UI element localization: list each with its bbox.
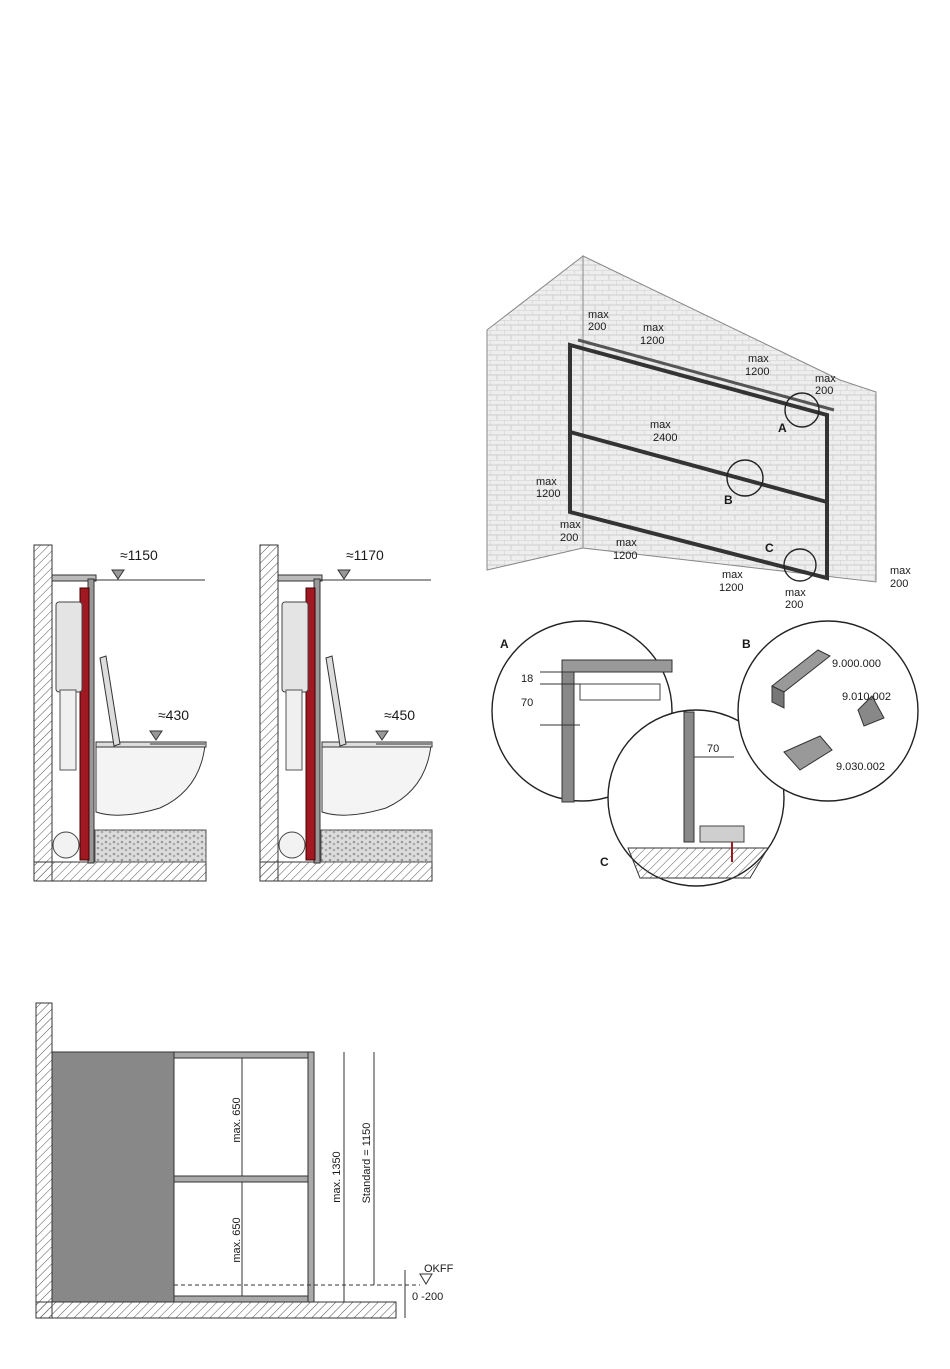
dim-text: 1200 bbox=[745, 366, 769, 378]
detail-c-dim-70: 70 bbox=[707, 743, 719, 755]
callout-a-label: A bbox=[778, 421, 787, 435]
dim-text: 200 bbox=[815, 385, 833, 397]
dim-text: max bbox=[815, 373, 836, 385]
side-section-right: ≈1170 ≈450 bbox=[260, 545, 432, 881]
level-seat-text: ≈450 bbox=[384, 707, 415, 723]
floor-ref-label: OKFF bbox=[424, 1263, 454, 1275]
dim-text: max bbox=[616, 537, 637, 549]
floor-screed bbox=[95, 830, 206, 862]
level-seat-text: ≈430 bbox=[158, 707, 189, 723]
dim-text: max bbox=[785, 587, 806, 599]
dim-text: 200 bbox=[785, 599, 803, 611]
cistern bbox=[56, 602, 82, 692]
lower-bay-dim: max. 650 bbox=[231, 1217, 243, 1262]
floor-hatch bbox=[34, 862, 206, 881]
detail-a-dim-18: 18 bbox=[521, 673, 533, 685]
board-panel bbox=[52, 1052, 174, 1302]
detail-b-part-1: 9.000.000 bbox=[832, 658, 881, 670]
dim-text: 1200 bbox=[613, 550, 637, 562]
isometric-frame-view: A B C max 200 max 1200 max 1200 max 200 … bbox=[487, 256, 911, 611]
level-marker bbox=[150, 731, 162, 740]
back-wall bbox=[583, 256, 876, 582]
frame-bottom-rail bbox=[174, 1296, 314, 1302]
dim-text: 2400 bbox=[653, 432, 677, 444]
dim-text: max bbox=[588, 309, 609, 321]
detail-a-dim-70: 70 bbox=[521, 697, 533, 709]
floor-hatch bbox=[36, 1302, 396, 1318]
dim-text: 200 bbox=[560, 532, 578, 544]
level-marker bbox=[112, 570, 124, 579]
frame-middle-rail bbox=[174, 1176, 314, 1182]
dim-text: max bbox=[650, 419, 671, 431]
dim-text: 200 bbox=[588, 321, 606, 333]
dim-text: max bbox=[536, 476, 557, 488]
dim-text: 1200 bbox=[640, 335, 664, 347]
dim-text: max bbox=[643, 322, 664, 334]
level-marker bbox=[420, 1274, 432, 1284]
dim-text: 1200 bbox=[719, 582, 743, 594]
level-top-text: ≈1150 bbox=[120, 547, 158, 563]
wall-hatch bbox=[34, 545, 52, 881]
level-marker bbox=[338, 570, 350, 579]
total-height-dim: max. 1350 bbox=[331, 1151, 343, 1202]
detail-c-post bbox=[684, 712, 694, 842]
floor-range-label: 0 -200 bbox=[412, 1291, 443, 1303]
detail-a-top-rail bbox=[562, 660, 672, 672]
drain-pipe bbox=[53, 832, 79, 858]
callout-b-label: B bbox=[724, 493, 733, 507]
dim-text: 1200 bbox=[536, 488, 560, 500]
wc-bowl bbox=[96, 745, 205, 815]
detail-c-floor bbox=[628, 848, 768, 878]
dim-text: max bbox=[890, 565, 911, 577]
floor-hatch bbox=[260, 862, 432, 881]
side-section-left: ≈1150 ≈430 bbox=[34, 545, 206, 881]
standard-height-dim: Standard = 1150 bbox=[361, 1123, 373, 1204]
level-marker bbox=[376, 731, 388, 740]
callout-c-label: C bbox=[765, 541, 774, 555]
drain-pipe bbox=[279, 832, 305, 858]
dim-text: max bbox=[560, 519, 581, 531]
frame-post bbox=[308, 1052, 314, 1302]
dim-text: max bbox=[722, 569, 743, 581]
detail-b-label: B bbox=[742, 637, 751, 651]
detail-c-foot bbox=[700, 826, 744, 842]
wc-lid bbox=[326, 656, 346, 746]
frame-top-rail bbox=[174, 1052, 314, 1058]
level-top-text: ≈1170 bbox=[346, 547, 384, 563]
wc-lid bbox=[100, 656, 120, 746]
flush-pipe bbox=[60, 690, 76, 770]
detail-b-circle bbox=[738, 621, 918, 801]
detail-a-label: A bbox=[500, 637, 509, 651]
wall-hatch bbox=[36, 1003, 52, 1318]
detail-b: B 9.000.000 9.010.002 9.030.002 bbox=[738, 621, 918, 801]
dim-text: max bbox=[748, 353, 769, 365]
front-elevation: max. 650 max. 650 max. 1350 Standard = 1… bbox=[36, 1003, 454, 1318]
detail-b-part-2: 9.010.002 bbox=[842, 691, 891, 703]
upper-bay-dim: max. 650 bbox=[231, 1097, 243, 1142]
detail-b-part-3: 9.030.002 bbox=[836, 761, 885, 773]
floor-screed bbox=[321, 830, 432, 862]
flush-pipe bbox=[286, 690, 302, 770]
wall-hatch bbox=[260, 545, 278, 881]
detail-c-label: C bbox=[600, 855, 609, 869]
wc-bowl bbox=[322, 745, 431, 815]
cistern bbox=[282, 602, 308, 692]
detail-a-post bbox=[562, 672, 574, 802]
dim-text: 200 bbox=[890, 578, 908, 590]
